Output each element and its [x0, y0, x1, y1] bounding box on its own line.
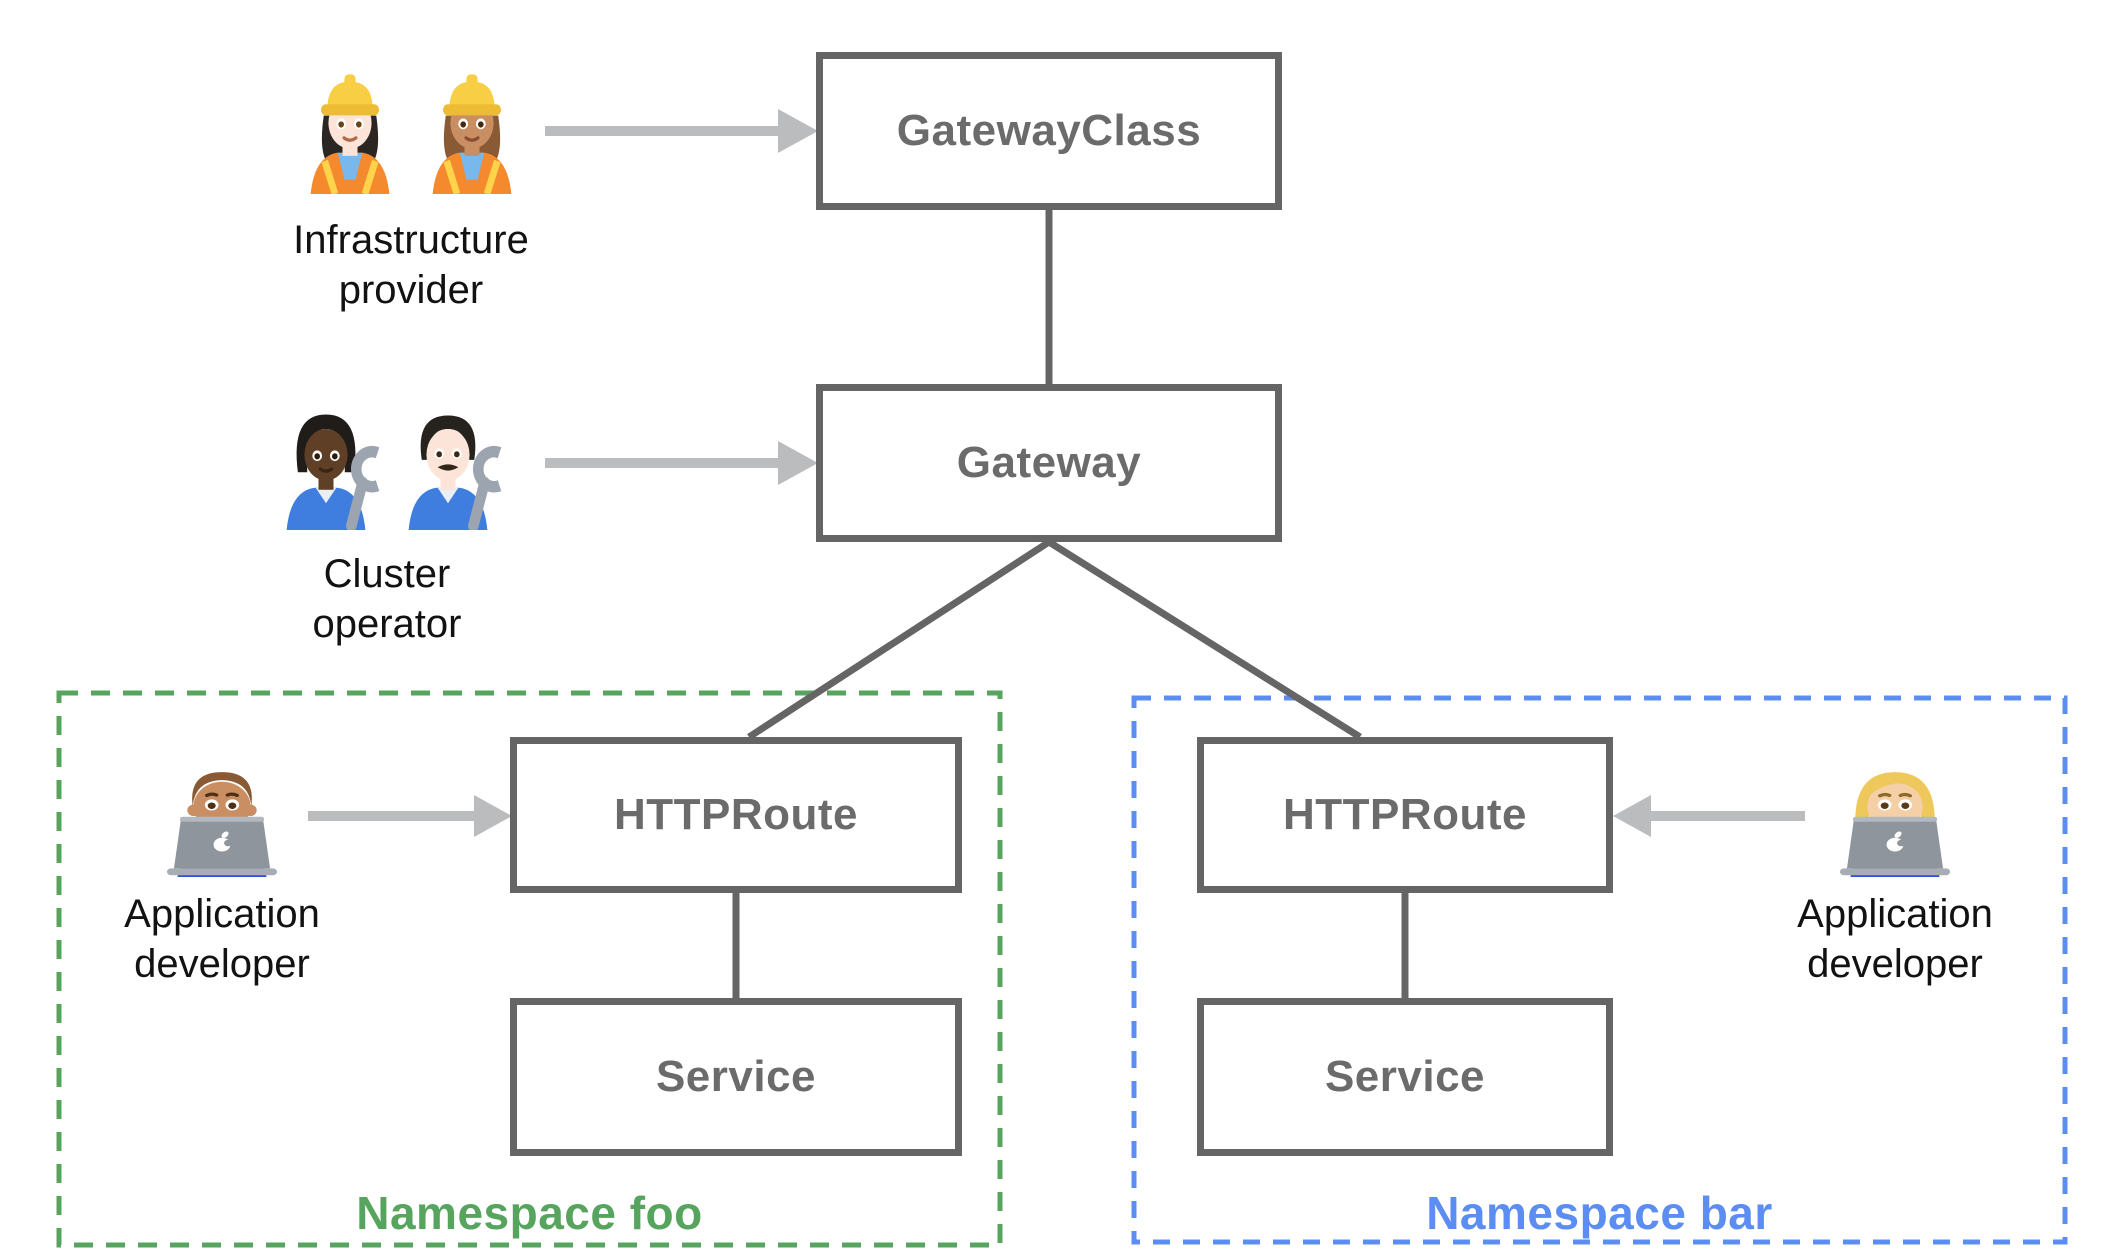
node-service-bar: Service [1197, 998, 1613, 1156]
edge-gateway-httproute-foo [747, 539, 1051, 740]
woman-technologist-light-skin-icon [1839, 772, 1951, 877]
persona-app-developer-bar [1820, 755, 1970, 877]
node-httproute-foo: HTTPRoute [510, 737, 962, 893]
node-httproute-foo-label: HTTPRoute [613, 790, 859, 839]
persona-infrastructure-provider [290, 62, 532, 194]
node-gatewayclass: GatewayClass [816, 52, 1282, 210]
edge-gateway-httproute-bar [1047, 539, 1362, 740]
arrow-app-developer-to-httproute-foo [308, 795, 512, 837]
node-service-foo-label: Service [655, 1052, 817, 1101]
woman-construction-worker-light-skin-icon [310, 74, 390, 194]
app-developer-bar-label: Application developer [1797, 892, 1993, 986]
node-gateway-label: Gateway [956, 438, 1142, 487]
namespace-bar-label: Namespace bar [1426, 1187, 1773, 1239]
woman-construction-worker-medium-skin-icon [432, 74, 512, 194]
mechanic-dark-skin-icon [286, 414, 380, 530]
node-httproute-bar-label: HTTPRoute [1282, 790, 1528, 839]
namespace-foo-label: Namespace foo [356, 1187, 703, 1239]
man-technologist-medium-skin-icon [166, 772, 278, 877]
persona-app-developer-foo [147, 755, 297, 877]
node-gateway: Gateway [816, 384, 1282, 542]
node-service-bar-label: Service [1324, 1052, 1486, 1101]
namespace-foo-boundary [56, 690, 1003, 1248]
arrow-infrastructure-provider-to-gatewayclass [545, 109, 818, 153]
man-mechanic-light-skin-icon [408, 415, 502, 530]
infrastructure-provider-label: Infrastructure provider [293, 218, 529, 312]
node-httproute-bar: HTTPRoute [1197, 737, 1613, 893]
persona-cluster-operator [266, 398, 508, 530]
arrow-cluster-operator-to-gateway [545, 441, 818, 485]
node-service-foo: Service [510, 998, 962, 1156]
cluster-operator-label: Cluster operator [312, 552, 462, 646]
arrow-app-developer-to-httproute-bar [1613, 795, 1805, 837]
namespace-bar-boundary [1131, 695, 2068, 1245]
app-developer-foo-label: Application developer [124, 892, 320, 986]
node-gatewayclass-label: GatewayClass [896, 106, 1202, 155]
